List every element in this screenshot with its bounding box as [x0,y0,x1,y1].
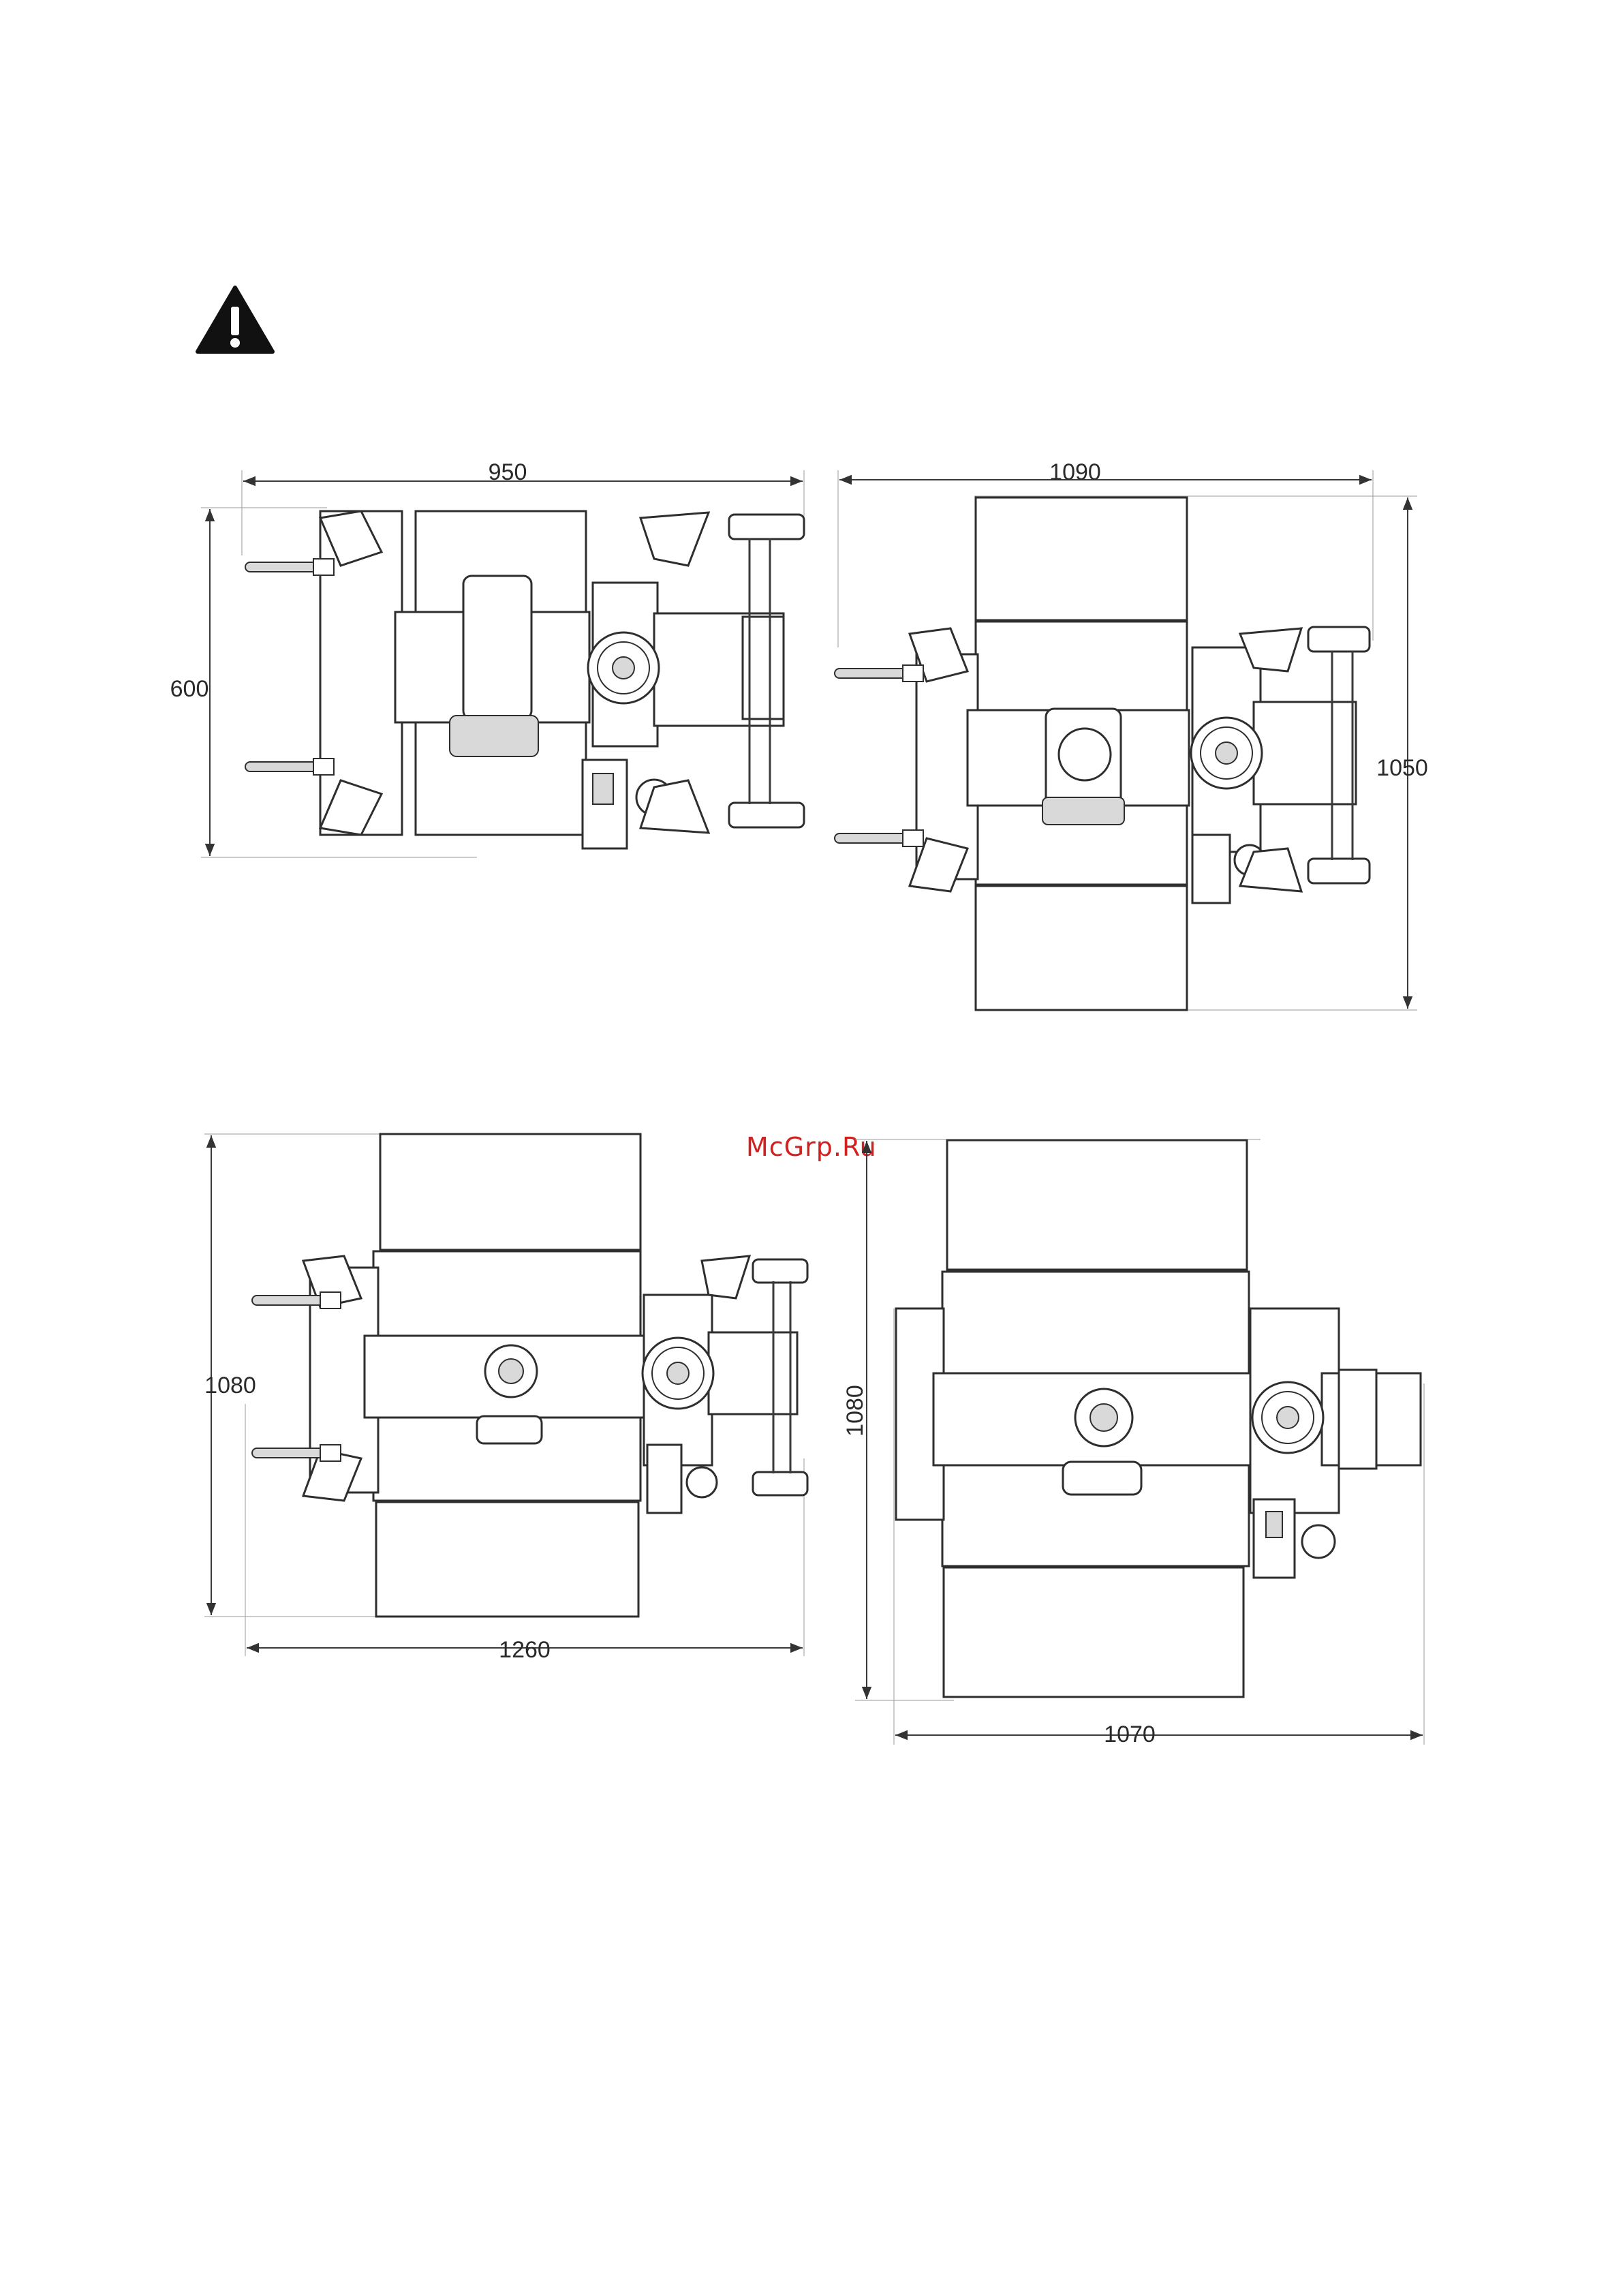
watermark-text: McGrp.Ru [746,1132,877,1162]
dim-height-1050: 1050 [1376,755,1428,781]
dim-height-1080-right: 1080 [842,1385,868,1437]
dim-width-1260: 1260 [499,1637,551,1663]
view-top-compact: 950 600 [170,459,804,857]
dim-height-1080-left: 1080 [204,1373,256,1398]
machine-top-view-1 [245,511,804,848]
view-top-with-tables: 1080 1260 [204,1134,807,1663]
machine-top-view-3 [252,1134,807,1617]
machine-top-view-4 [896,1140,1421,1697]
dim-width-1090: 1090 [1049,459,1101,485]
machine-top-view-2 [835,498,1370,1010]
dim-width-950: 950 [489,459,527,485]
warning-triangle-icon [198,288,273,352]
view-top-without-stand: 1080 1070 [842,1139,1424,1747]
dim-height-600: 600 [170,676,209,702]
dim-width-1070: 1070 [1104,1721,1156,1747]
view-top-with-outfeed: 1090 1050 [835,459,1428,1010]
